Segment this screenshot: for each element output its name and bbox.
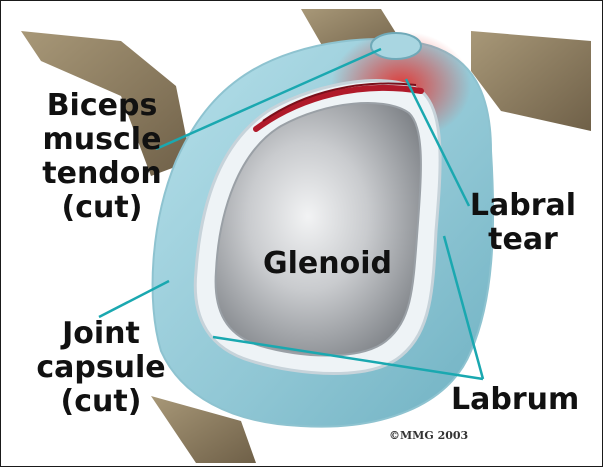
glenoid-label: Glenoid — [263, 247, 392, 281]
joint-capsule-label: Joint capsule (cut) — [31, 317, 171, 419]
biceps-tendon-stump — [371, 33, 421, 59]
labral-tear-label: Labral tear — [463, 189, 583, 257]
copyright-notice: ©MMG 2003 — [389, 429, 468, 442]
labrum-label: Labrum — [451, 383, 579, 417]
biceps-tendon-label: Biceps muscle tendon (cut) — [27, 89, 177, 225]
